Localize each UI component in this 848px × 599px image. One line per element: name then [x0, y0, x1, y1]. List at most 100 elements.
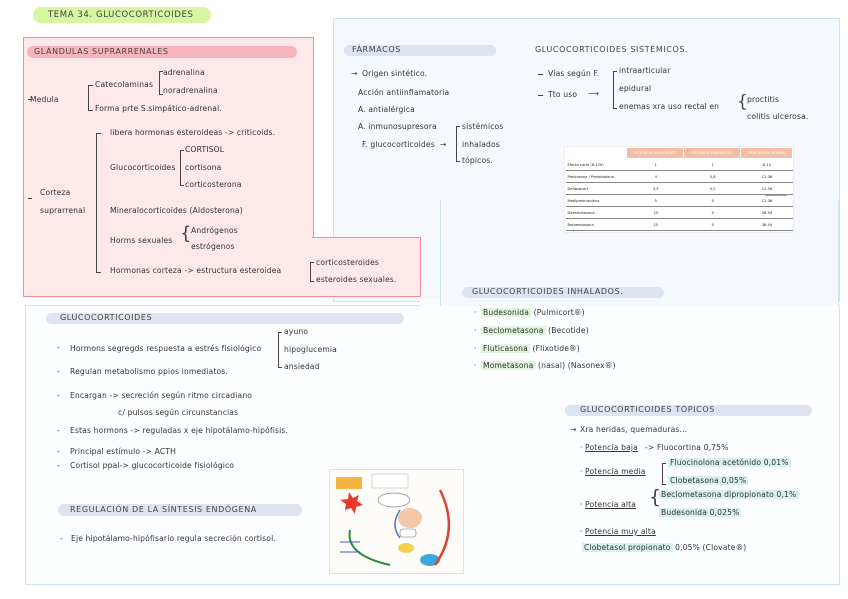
- table-cell: 0,5: [683, 182, 741, 195]
- libera-label: libera hormonas esteroideas -> criticoid…: [110, 128, 276, 137]
- proctitis-label: proctitis: [747, 95, 780, 104]
- inhalado-item: Fluticasona (Flixotide®): [481, 344, 580, 354]
- origen-label: Origen sintético.: [362, 69, 428, 78]
- gluco-header: GLUCOCORTICOIDES: [60, 313, 153, 322]
- f-gluco-label: F. glucocorticoides: [362, 140, 435, 149]
- table-cell: 36-54: [740, 218, 793, 231]
- table-cell: Efecto corto (8-12h): [565, 158, 627, 171]
- table-cell: 4: [626, 170, 684, 183]
- esteroides-sexuales-label: esteroides sexuales.: [316, 275, 397, 284]
- accion-label: Acción antiinflamatoria: [358, 88, 450, 97]
- inhalados-label: inhalados: [462, 140, 500, 149]
- table-cell: 1: [626, 158, 684, 171]
- table-header: VIDA MEDIA (HORAS): [739, 147, 794, 159]
- hpa-axis-diagram-graphic: [336, 473, 451, 566]
- inhalados-header: GLUCOCORTICOIDES INHALADOS.: [472, 287, 624, 296]
- corticosterona-label: corticosterona: [185, 180, 242, 189]
- potency-table: POTENCIA GLUCOCORT. POTENCIA MINERALOC. …: [564, 146, 794, 233]
- drug-brand: (Flixotide®): [529, 344, 580, 353]
- regulacion-text: Eje hipotálamo-hipófisario regula secrec…: [71, 534, 276, 543]
- colitis-label: colitis ulcerosa.: [747, 112, 809, 121]
- gluco-b3b: c/ pulsos según circunstancias: [118, 408, 239, 417]
- ayuno-label: ayuno: [284, 327, 309, 336]
- hipoglucemia-label: hipoglucemia: [284, 345, 337, 354]
- alta-drug-1: Beclometasona dipropionato 0,1%: [659, 490, 799, 500]
- glandulas-panel: [23, 37, 314, 297]
- table-cell: 0: [683, 218, 741, 231]
- drug-name: Clobetasol propionato: [582, 543, 673, 552]
- regulacion-header: REGULACIÓN DE LA SÍNTESIS ENDÓGENA: [70, 505, 257, 514]
- gluco-header-pill: [46, 313, 404, 324]
- gluco-b3: Encargan -> secreción según ritmo circad…: [70, 391, 253, 400]
- estrogenos-label: estrógenos: [191, 242, 235, 251]
- hpa-axis-diagram: [329, 469, 464, 574]
- potencia-baja-drug: -> Fluocortina 0,75%: [645, 443, 729, 452]
- drug-name: Fluocinolona acetónido 0,01%: [668, 458, 791, 467]
- antialergica-label: A. antialérgica: [358, 105, 415, 114]
- title-pill: [33, 7, 211, 23]
- table-cell: 12-36: [740, 194, 793, 207]
- potencia-baja: Potencia baja: [585, 443, 638, 452]
- drug-name: Mometasona: [481, 361, 536, 370]
- ansiedad-label: ansiedad: [284, 362, 320, 371]
- table-cell: 0: [683, 194, 741, 207]
- inhalados-header-pill: [462, 287, 664, 298]
- topicos-header: GLUCOCORTICOIDES TÓPICOS: [580, 405, 715, 414]
- table-cell: Betametasona: [565, 218, 627, 231]
- gluco-b6: Cortisol ppal-> glucocorticoide fisiológ…: [70, 461, 235, 470]
- adrenalina-label: adrenalina: [163, 68, 205, 77]
- corticosteroides-label: corticosteroides: [316, 258, 380, 267]
- potencia-media: Potencia media: [585, 467, 646, 476]
- table-header: POTENCIA MINERALOC.: [683, 147, 741, 159]
- drug-name: Budesonida: [481, 308, 532, 317]
- arrow-icon: [765, 195, 787, 196]
- drug-name: Clobetasona 0,05%: [668, 476, 749, 485]
- table-cell: 8-12: [740, 158, 793, 171]
- farmacos-header-pill: [344, 45, 496, 56]
- drug-brand: (Becotide): [545, 326, 589, 335]
- media-drug-2: Clobetasona 0,05%: [668, 476, 749, 486]
- vias-label: Vías según F.: [548, 69, 600, 78]
- medula-bracket: [88, 85, 93, 111]
- glandulas-header-pill: [27, 46, 297, 58]
- table-header: [565, 147, 627, 159]
- sistemicos-header: GLUCOCORTICOIDES SISTÉMICOS.: [535, 45, 689, 54]
- hormonas-sexuales-label: Horms sexuales: [110, 236, 173, 245]
- intraarticular-label: intraarticular: [619, 66, 671, 75]
- table-cell: 25: [626, 206, 684, 219]
- inhalado-item: Beclometasona (Becotide): [481, 326, 589, 336]
- table-header: POTENCIA GLUCOCORT.: [625, 147, 685, 159]
- media-drug-1: Fluocinolona acetónido 0,01%: [668, 458, 791, 468]
- mineralocorticoides-label: Mineralocorticoides (Aldosterona): [110, 206, 243, 215]
- gluco-b1: Hormons segregds respuesta a estrés fisi…: [70, 344, 262, 353]
- hormonas-corteza-label: Hormonas corteza -> estructura esteroide…: [110, 266, 282, 275]
- inhalado-item: Mometasona (nasal) (Nasonex®): [481, 361, 616, 371]
- medula-label: Medula: [30, 95, 59, 104]
- topicos-header-pill: [565, 405, 812, 416]
- topicos-label: tópicos.: [462, 156, 493, 165]
- alta-drug-2: Budesonida 0,025%: [659, 508, 742, 518]
- androgenos-label: Andrógenos: [191, 226, 238, 235]
- corteza-bracket: [96, 133, 101, 273]
- enemas-label: enemas xra uso rectal en: [619, 102, 720, 111]
- table-cell: Prednisona / Prednisolona: [565, 170, 627, 183]
- inmunosupresora-label: A. inmunosupresora: [358, 122, 437, 131]
- tto-label: Tto uso: [548, 90, 578, 99]
- table-cell: 36-54: [740, 206, 793, 219]
- table-cell: 1: [683, 158, 741, 171]
- inhalado-item: Budesonida (Pulmicort®): [481, 308, 585, 318]
- drug-name: Fluticasona: [481, 344, 530, 353]
- table-cell: 3,5: [626, 182, 684, 195]
- regulacion-header-pill: [58, 504, 302, 516]
- gluco-b2: Regulan metabolismo ppios inmediatos.: [70, 367, 228, 376]
- table-cell: Metilprednisolona: [565, 194, 627, 207]
- table-cell: 0: [683, 206, 741, 219]
- page-title: TEMA 34. GLUCOCORTICOIDES: [48, 10, 194, 20]
- forma-parte-label: Forma prte S.simpático-adrenal.: [95, 104, 222, 113]
